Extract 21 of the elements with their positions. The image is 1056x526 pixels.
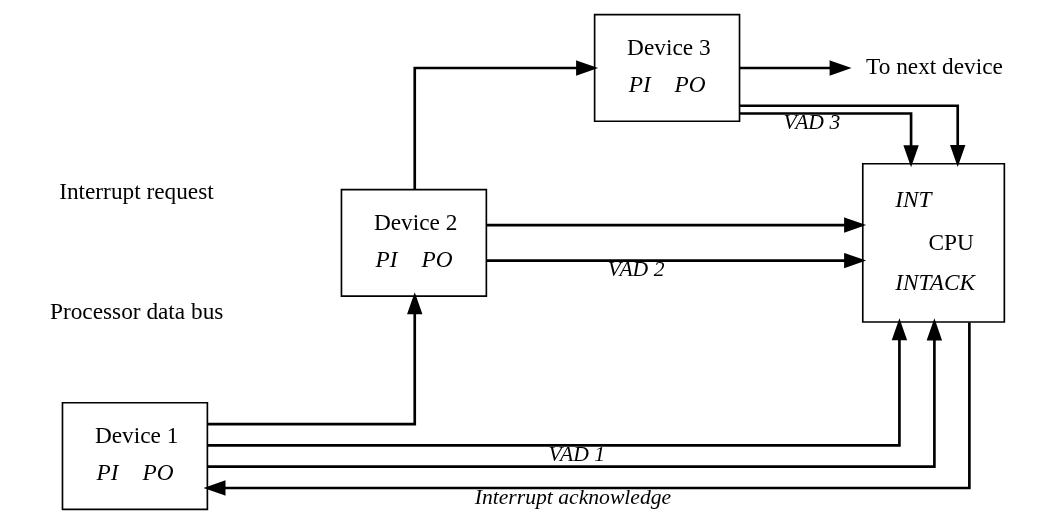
node-box: Device 1 PI PO [61,401,209,511]
arrow [207,318,908,447]
arrow [739,112,919,168]
edge-label: VAD 1 [548,442,606,467]
label: Processor data bus [49,297,224,324]
arrow [739,104,966,168]
edge-label: Interrupt acknowledge [474,484,672,509]
arrow [486,217,867,233]
edge-label: VAD 2 [607,257,665,282]
arrow [413,60,599,190]
arrow [739,60,852,76]
arrow [207,292,423,426]
node-box: INT CPU INTACK [861,162,1006,323]
arrow [203,322,971,496]
label: Interrupt request [59,178,214,205]
node-box: Device 2 PI PO [340,188,488,297]
node-box: Device 3 PI PO [593,13,741,123]
arrow [208,318,943,469]
edge-label: VAD 3 [783,110,841,135]
arrow [486,252,867,269]
node-text: To next device [866,53,1003,80]
